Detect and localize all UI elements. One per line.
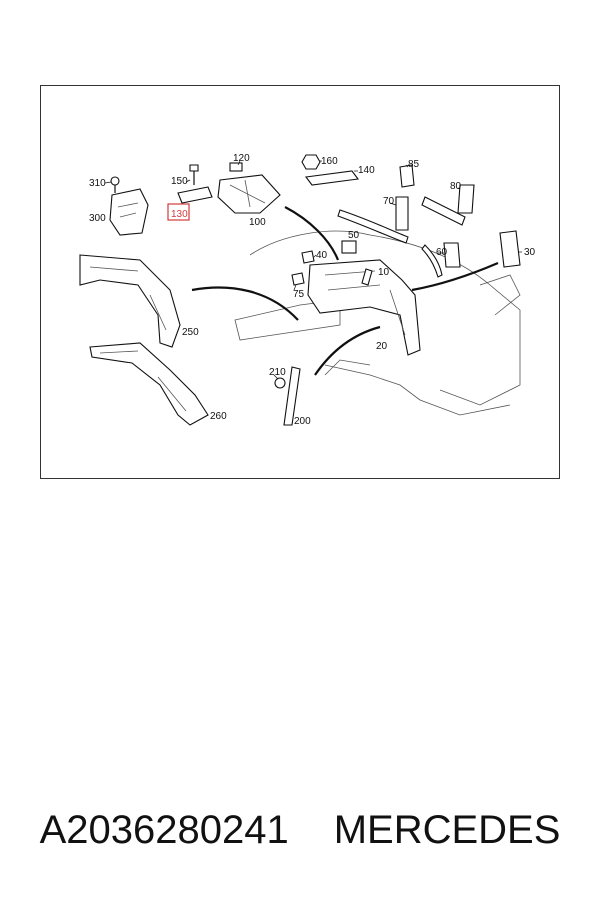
callout-70: 70 [383, 196, 395, 207]
part-number: A2036280241 [39, 807, 289, 852]
callout-130-highlight [167, 203, 190, 221]
part-20-wheel-arch-liner [307, 259, 421, 356]
part-160-nut [301, 154, 321, 170]
part-85-clip [399, 164, 415, 188]
callout-40: 40 [316, 250, 328, 261]
part-260-liner [89, 342, 209, 426]
callout-150: 150 [171, 176, 188, 187]
callout-labels: 310 150 120 160 140 85 80 300 130 100 70… [89, 153, 536, 427]
part-40-clip [301, 250, 315, 264]
callout-210: 210 [269, 367, 286, 378]
part-210-bolt [274, 377, 286, 389]
callout-85: 85 [408, 159, 420, 170]
callout-30: 30 [524, 247, 536, 258]
part-100-bracket [217, 174, 281, 214]
callout-310: 310 [89, 178, 106, 189]
brand-name: MERCEDES [333, 807, 561, 852]
callout-120: 120 [233, 153, 250, 164]
callout-260: 260 [210, 411, 227, 422]
part-75-clip [291, 272, 305, 286]
assembly-arrows [191, 206, 499, 376]
callout-20: 20 [376, 341, 388, 352]
part-80-strip [421, 184, 475, 226]
callout-140: 140 [358, 165, 375, 176]
callout-50: 50 [348, 230, 360, 241]
callout-60: 60 [436, 247, 448, 258]
part-120-bolt [229, 162, 243, 172]
part-310-screw [110, 176, 120, 193]
vehicle-body-outline [234, 230, 521, 416]
callout-75: 75 [293, 289, 305, 300]
callout-250: 250 [182, 327, 199, 338]
callout-200: 200 [294, 416, 311, 427]
part-250-liner [79, 254, 181, 348]
part-130-plate [177, 186, 213, 204]
part-50-plate [341, 240, 357, 254]
parts-diagram: 310 150 120 160 140 85 80 300 130 100 70… [40, 85, 560, 479]
part-70-seal [337, 196, 409, 244]
part-caption: A2036280241 MERCEDES [0, 800, 600, 860]
callout-80: 80 [450, 181, 462, 192]
part-200-strip [283, 366, 301, 426]
part-300-bracket [109, 188, 149, 236]
part-150-bolt [189, 164, 199, 185]
callout-100: 100 [249, 217, 266, 228]
callout-130: 130 [171, 209, 188, 220]
callout-160: 160 [321, 156, 338, 167]
callout-10: 10 [378, 267, 390, 278]
callout-300: 300 [89, 213, 106, 224]
part-140-hose [304, 170, 360, 186]
part-30-bracket [499, 230, 521, 268]
part-60-bracket [421, 242, 461, 278]
leader-lines [104, 160, 522, 380]
